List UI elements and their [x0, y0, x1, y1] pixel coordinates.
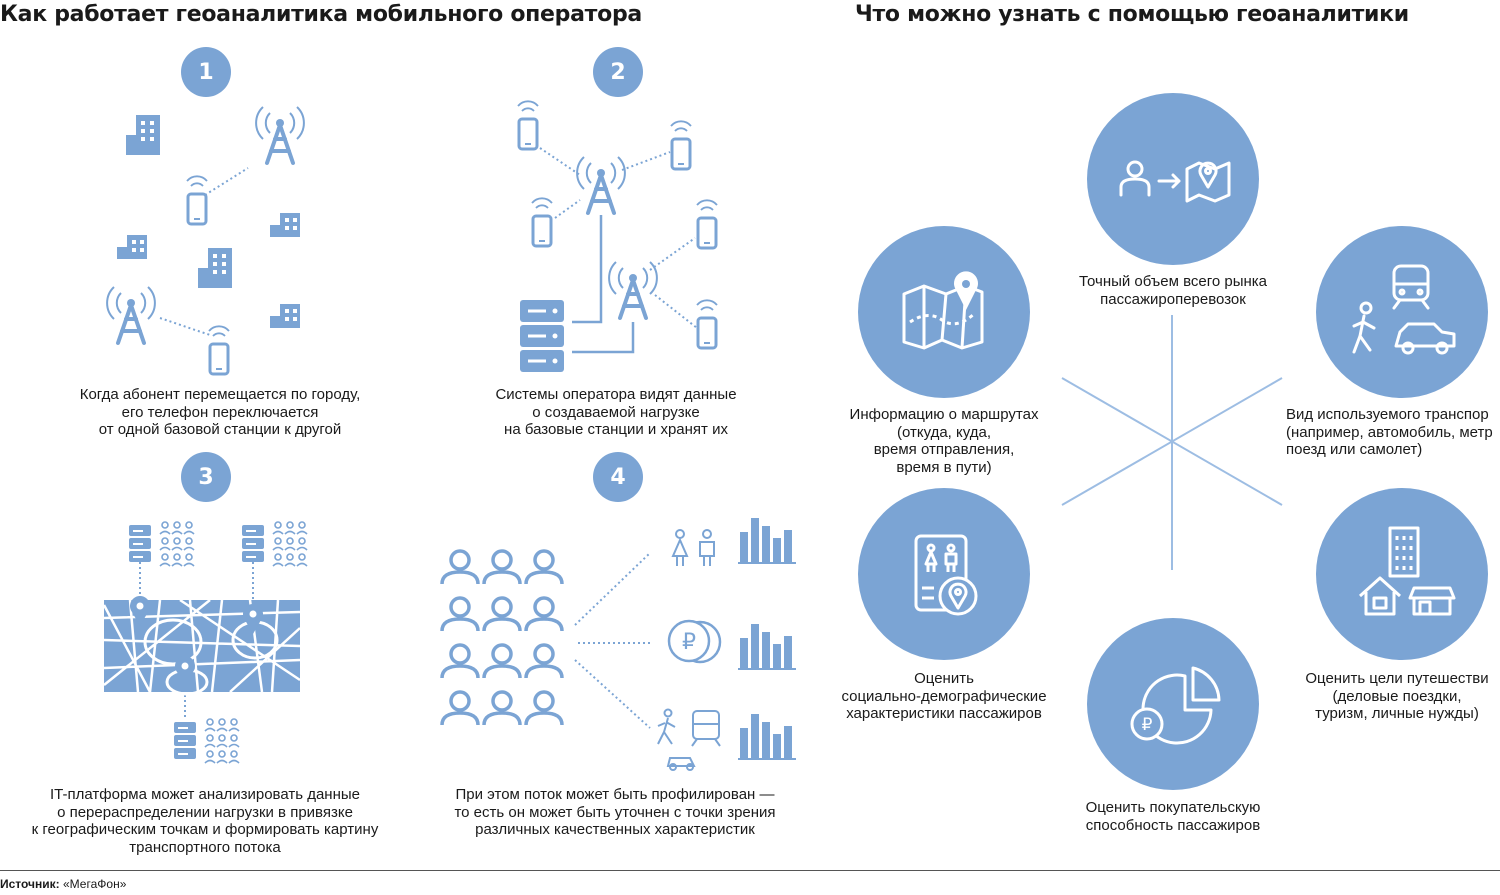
panel-1-illustration — [105, 105, 306, 376]
buildings-icon — [1358, 526, 1456, 616]
step-1-caption: Когда абонент перемещается по городу,его… — [79, 386, 361, 438]
trip-purpose-caption: Оценить цели путешестви(деловые поездки,… — [1305, 670, 1489, 722]
source-note: Источник: «МегаФон» — [0, 877, 126, 891]
step-4-caption: При этом поток может быть профилирован —… — [454, 786, 776, 838]
trip-purpose-circle — [1316, 488, 1488, 660]
panel-4-illustration: ₽ — [440, 517, 797, 771]
coins-icon: ₽ — [667, 619, 722, 664]
left-title: Как работает геоаналитика мобильного опе… — [0, 2, 642, 27]
process-illustrations: ₽ — [102, 99, 797, 771]
purchasing-power-circle: ₽ — [1087, 618, 1259, 790]
step-1-number: 1 — [181, 47, 231, 97]
pie-coin-icon: ₽ — [1130, 666, 1221, 745]
demographics-circle — [858, 488, 1030, 660]
connector-lines — [1061, 315, 1283, 570]
step-4-number: 4 — [593, 452, 643, 502]
source-label: Источник: — [0, 877, 60, 891]
transport-type-caption: Вид используемого транспор(например, авт… — [1286, 406, 1493, 458]
route-map-icon — [902, 271, 984, 350]
profile-card-icon — [914, 534, 978, 616]
routes-circle — [858, 226, 1030, 398]
right-title: Что можно узнать с помощью геоаналитики — [855, 2, 1409, 27]
transport-type-circle — [1316, 226, 1488, 398]
market-volume-circle — [1087, 93, 1259, 265]
person-to-map-icon — [1119, 160, 1231, 203]
footer-rule — [0, 870, 1500, 871]
step-3-number: 3 — [181, 452, 231, 502]
routes-caption: Информацию о маршрутах(откуда, куда,врем… — [849, 406, 1039, 476]
source-value: «МегаФон» — [63, 877, 127, 891]
svg-text:₽: ₽ — [1142, 715, 1153, 735]
panel-2-illustration — [516, 99, 719, 374]
transport-modes-icon — [1352, 264, 1456, 355]
panel-3-illustration — [102, 521, 308, 764]
demographics-icon — [671, 529, 715, 566]
step-2-number: 2 — [593, 47, 643, 97]
svg-text:₽: ₽ — [682, 630, 696, 655]
transport-icon — [657, 708, 721, 771]
